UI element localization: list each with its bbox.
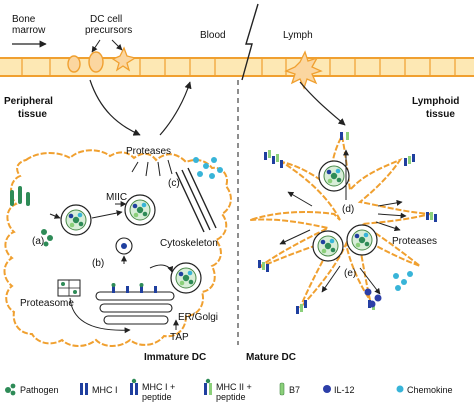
extravasation-arrow xyxy=(89,79,141,136)
legend-chemokine: Chemokine xyxy=(396,385,453,395)
immature-dc-title: Immature DC xyxy=(144,352,206,363)
svg-text:B7: B7 xyxy=(289,385,300,395)
legend-mhc2-peptide: MHC II +peptide xyxy=(204,378,252,402)
exit-arrow xyxy=(159,81,192,136)
lymph-arrival-arrow xyxy=(299,81,346,126)
svg-text:MHC I +peptide: MHC I +peptide xyxy=(142,382,175,402)
mature-arrows xyxy=(279,149,407,295)
immature-dc-cell: Proteases (c) Cytoskeleton MIIC (a) (b) xyxy=(3,146,232,363)
svg-text:Pathogen: Pathogen xyxy=(20,385,59,395)
label-e: (e) xyxy=(344,268,356,279)
svg-text:Chemokine: Chemokine xyxy=(407,385,453,395)
label-b: (b) xyxy=(92,258,104,269)
section-break xyxy=(241,3,259,81)
legend-mhc1: MHC I xyxy=(80,383,118,395)
mhc-loading-vesicle xyxy=(170,262,202,294)
endosome xyxy=(60,204,92,236)
legend-il12: IL-12 xyxy=(323,385,355,395)
label-d: (d) xyxy=(342,204,354,215)
chemokines-released xyxy=(393,271,413,291)
svg-text:IL-12: IL-12 xyxy=(334,385,355,395)
cytoskeleton-label: Cytoskeleton xyxy=(160,238,218,249)
miic-compartment xyxy=(124,194,156,226)
mature-dc-cell: (d) (e) Proteases xyxy=(246,132,437,363)
chemokines-immature xyxy=(193,157,223,179)
precursor-pointer-2 xyxy=(111,39,123,51)
blood-label: Blood xyxy=(200,30,226,41)
label-a: (a) xyxy=(32,236,44,247)
mature-vesicle-1 xyxy=(318,160,350,192)
protease-arrows xyxy=(131,159,173,177)
svg-text:MHC I: MHC I xyxy=(92,385,118,395)
mature-vesicle-3 xyxy=(312,230,344,262)
legend-mhc1-peptide: MHC I +peptide xyxy=(130,378,175,402)
proteases-label-immature: Proteases xyxy=(126,146,171,157)
legend: Pathogen MHC I MHC I +peptide MHC II +pe… xyxy=(5,378,453,402)
proteasome xyxy=(57,279,81,297)
legend-pathogen: Pathogen xyxy=(5,383,59,396)
legend-b7: B7 xyxy=(279,382,300,396)
er-mhc-molecules xyxy=(111,283,157,293)
mature-vesicle-2 xyxy=(346,224,378,256)
precursor-pointer xyxy=(91,39,101,53)
il12-released xyxy=(364,288,382,308)
er-golgi xyxy=(95,291,175,325)
miic-label: MIIC xyxy=(106,192,127,203)
lymph-label: Lymph xyxy=(283,30,313,41)
mature-dc-title: Mature DC xyxy=(246,352,296,363)
svg-text:MHC II +peptide: MHC II +peptide xyxy=(216,382,252,402)
er-golgi-label: ER/Golgi xyxy=(178,312,218,323)
migrating-dc-cell xyxy=(284,50,323,90)
proteasome-label: Proteasome xyxy=(20,298,74,309)
cytoskeleton xyxy=(175,167,217,233)
label-c: (c) xyxy=(168,178,180,189)
tap-label: TAP xyxy=(170,332,189,343)
proteases-label-mature: Proteases xyxy=(392,236,437,247)
pathogens-immature xyxy=(10,186,53,247)
